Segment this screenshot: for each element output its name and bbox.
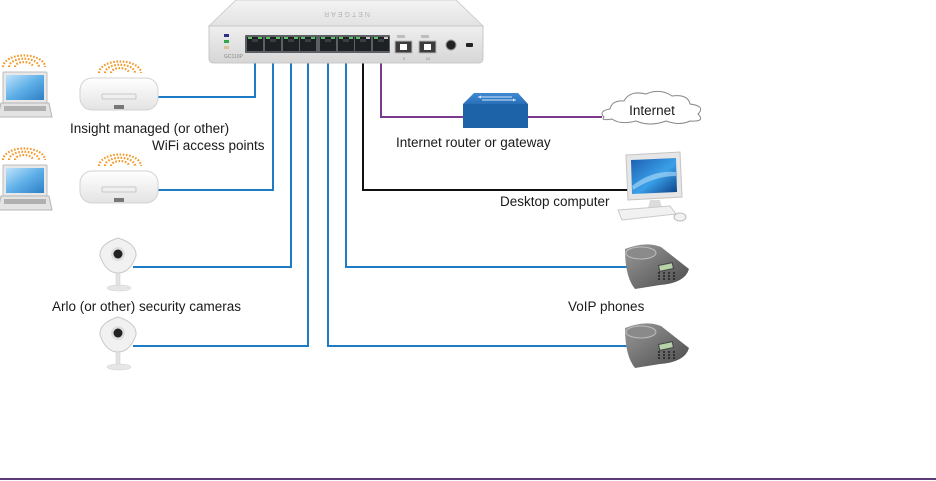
security-camera-icon [99, 237, 137, 292]
wifi-access-point-icon [79, 153, 159, 204]
router-icon [463, 93, 528, 128]
laptop-icon [0, 147, 53, 211]
poe-switch: NETGEAR GC110P 9 10 [207, 0, 485, 64]
conference-phone-icon [625, 323, 689, 368]
cable-port-4-camera-2 [133, 52, 309, 347]
rj45-port-3 [283, 37, 299, 51]
access-points-label-line-1: Insight managed (or other) [70, 121, 229, 136]
conference-phone-icon [625, 244, 689, 289]
power-led-icon [224, 34, 229, 37]
rj45-port-8 [373, 37, 389, 51]
lock-slot-icon [466, 43, 473, 47]
router-label: Internet router or gateway [396, 135, 551, 150]
switch-brand-logo: NETGEAR [322, 10, 370, 17]
wifi-signal-icon [1, 147, 47, 161]
voip-label: VoIP phones [568, 299, 645, 314]
cable-port-3-camera-1 [133, 52, 292, 268]
wifi-access-point-icon [79, 60, 159, 111]
cable-port-6-phone-1 [345, 52, 628, 268]
svg-text:10: 10 [426, 56, 431, 61]
cable-port-2-ap-2 [158, 52, 274, 191]
bottom-divider [0, 478, 936, 480]
internet-label: Internet [629, 103, 675, 118]
wifi-signal-icon [97, 60, 143, 74]
rj45-port-1 [247, 37, 263, 51]
security-camera-icon [99, 316, 137, 371]
rj45-port-5 [320, 37, 336, 51]
desktop-computer-icon [617, 151, 687, 222]
sfp-port-10: 10 [418, 35, 437, 61]
power-jack-icon [445, 39, 457, 51]
cable-port-5-phone-2 [327, 52, 628, 347]
rj45-port-4 [300, 37, 316, 51]
cable-port-8-router [380, 52, 466, 118]
rj45-port-6 [338, 37, 354, 51]
svg-text:9: 9 [403, 56, 406, 61]
cable-port-1-ap-1 [158, 52, 256, 98]
cameras-label: Arlo (or other) security cameras [52, 299, 241, 314]
rj45-port-7 [355, 37, 371, 51]
wifi-signal-icon [1, 54, 47, 68]
access-points-label-line-2: WiFi access points [152, 138, 265, 153]
sfp-port-9: 9 [394, 35, 413, 61]
rj45-port-2 [265, 37, 281, 51]
internet-cloud-icon: Internet [601, 90, 702, 125]
laptop-icon [0, 54, 53, 118]
fan-led-icon [224, 46, 229, 49]
desktop-label: Desktop computer [500, 194, 610, 209]
cable-port-7-desktop [362, 52, 630, 191]
wifi-signal-icon [97, 153, 143, 167]
switch-model-label: GC110P [224, 54, 243, 60]
poe-led-icon [224, 40, 229, 43]
